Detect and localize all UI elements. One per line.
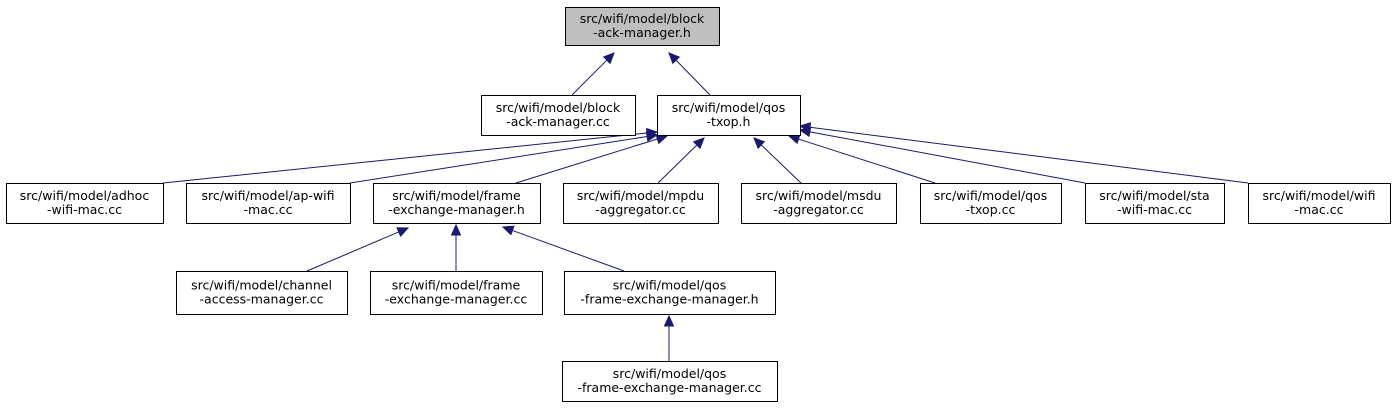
node-box [920,183,1062,224]
node-box [1085,183,1225,224]
edge-line [675,59,711,96]
dependency-edge-n13-to-n5 [501,225,625,272]
node-label-line: -wifi-mac.cc [47,202,122,217]
node-box [370,271,543,315]
node-label-line: -frame-exchange-manager.cc [577,380,761,395]
node-label-line: -ack-manager.cc [506,114,610,129]
node-box [6,183,164,224]
dependency-edge-n5-to-n2 [515,134,669,184]
graph-root-node: src/wifi/model/block-ack-manager.h [565,7,720,46]
node-box [741,183,897,224]
graph-node[interactable]: src/wifi/model/ap-wifi-mac.cc [186,183,351,224]
node-label-line: -exchange-manager.h [388,202,525,217]
edge-arrowhead [668,52,681,65]
graph-node[interactable]: src/wifi/model/qos-frame-exchange-manage… [562,361,778,402]
node-label-line: src/wifi/model/channel [191,278,332,293]
node-box [564,271,776,315]
graph-node[interactable]: src/wifi/model/frame-exchange-manager.cc [370,271,543,315]
edge-line [512,229,625,272]
node-label-line: src/wifi/model/mpdu [577,188,704,203]
graph-node[interactable]: src/wifi/model/block-ack-manager.cc [481,95,636,136]
dependency-edge-n10-to-n2 [798,122,1249,184]
graph-node[interactable]: src/wifi/model/mpdu-aggregator.cc [563,183,719,224]
node-box [186,183,351,224]
edge-arrowhead [787,134,801,145]
dependency-edge-n14-to-n13 [663,314,675,361]
edge-arrowhead [645,131,659,142]
node-label-line: -aggregator.cc [595,202,686,217]
node-box [562,361,778,402]
dependency-edge-n11-to-n5 [306,227,410,272]
graph-node[interactable]: src/wifi/model/qos-txop.h [657,95,801,136]
node-label-line: src/wifi/model/block [580,11,705,26]
node-label-line: -wifi-mac.cc [1117,202,1192,217]
graph-node[interactable]: src/wifi/model/frame-exchange-manager.h [373,183,541,224]
graph-node[interactable]: src/wifi/model/qos-frame-exchange-manage… [564,271,776,315]
edge-arrowhead [450,223,462,236]
graph-node[interactable]: src/wifi/model/adhoc-wifi-mac.cc [6,183,164,224]
graph-node[interactable]: src/wifi/model/sta-wifi-mac.cc [1085,183,1225,224]
edge-line [657,144,698,184]
node-label-line: src/wifi/model/qos [613,278,726,293]
node-label-line: -mac.cc [244,202,293,217]
node-box [1248,183,1391,224]
node-label-line: -access-manager.cc [200,292,324,307]
node-label-line: -aggregator.cc [773,202,864,217]
edge-line [798,138,936,184]
edge-line [571,59,608,96]
dependency-edge-n2-to-n0 [668,52,711,96]
dependency-edge-n7-to-n2 [753,137,802,184]
node-label-line: src/wifi/model/qos [613,366,726,381]
edge-line [809,131,1086,184]
edge-arrowhead [663,314,675,327]
edge-arrowhead [692,137,705,150]
edge-arrowhead [396,227,410,238]
node-label-line: src/wifi/model/qos [672,100,785,115]
node-label-line: src/wifi/model/ap-wifi [201,188,334,203]
node-box [565,7,720,46]
graph-node[interactable]: src/wifi/model/channel-access-manager.cc [176,271,348,315]
dependency-edge-n1-to-n0 [571,52,615,96]
nodes-layer: src/wifi/model/block-ack-manager.hsrc/wi… [6,7,1391,402]
edge-arrowhead [602,52,615,65]
edge-line [349,136,648,184]
edge-arrowhead [501,225,515,236]
dependency-edge-n9-to-n2 [798,126,1086,184]
node-box [373,183,541,224]
node-box [563,183,719,224]
node-label-line: -mac.cc [1295,202,1344,217]
node-label-line: src/wifi/model/wifi [1263,188,1376,203]
node-label-line: src/wifi/model/qos [934,188,1047,203]
edge-line [306,231,399,272]
node-label-line: -exchange-manager.cc [385,292,528,307]
node-label-line: -ack-manager.h [593,25,691,40]
edge-line [760,144,802,184]
node-box [176,271,348,315]
dependency-edge-n6-to-n2 [657,137,705,184]
graph-node[interactable]: src/wifi/model/qos-txop.cc [920,183,1062,224]
node-label-line: -frame-exchange-manager.h [580,292,758,307]
dependency-edge-n4-to-n2 [349,131,659,184]
node-label-line: src/wifi/model/msdu [756,188,882,203]
node-label-line: src/wifi/model/adhoc [20,188,150,203]
node-label-line: src/wifi/model/frame [392,278,521,293]
edge-line [809,126,1249,184]
graph-node[interactable]: src/wifi/model/msdu-aggregator.cc [741,183,897,224]
edge-arrowhead [798,122,812,133]
node-label-line: -txop.h [707,114,751,129]
dependency-edge-n3-to-n2 [162,127,659,184]
node-label-line: src/wifi/model/frame [392,188,521,203]
node-label-line: src/wifi/model/sta [1099,188,1209,203]
node-label-line: -txop.cc [966,202,1016,217]
node-label-line: src/wifi/model/block [496,100,621,115]
edge-arrowhead [753,137,766,150]
edge-line [162,132,648,184]
node-box [481,95,636,136]
node-box [657,95,801,136]
dependency-edge-n12-to-n5 [450,223,462,271]
graph-node[interactable]: src/wifi/model/wifi-mac.cc [1248,183,1391,224]
edge-line [515,138,658,184]
